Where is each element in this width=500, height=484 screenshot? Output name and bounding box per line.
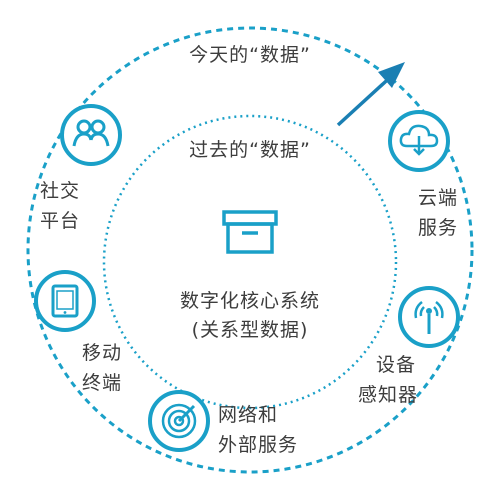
sensor-label-2: 感知器	[358, 384, 419, 406]
social-label-1: 社交	[40, 180, 81, 202]
cloud-label-2: 服务	[418, 217, 459, 239]
radar-icon	[161, 403, 197, 439]
mobile-node-circle	[34, 270, 96, 332]
cloud-download-icon	[399, 124, 439, 156]
people-icon	[72, 119, 110, 147]
core-subtitle: (关系型数据)	[191, 319, 309, 341]
archive-box-icon	[222, 210, 278, 254]
sensor-label-1: 设备	[376, 354, 417, 376]
outer-ring-label: 今天的“数据”	[189, 44, 311, 66]
social-node-circle	[60, 104, 122, 166]
outer-dashed-ring	[26, 26, 474, 474]
antenna-icon	[414, 301, 444, 334]
social-label-2: 平台	[40, 210, 81, 232]
tablet-icon	[51, 284, 79, 318]
cloud-node-circle	[388, 110, 450, 172]
inner-ring-label: 过去的“数据”	[189, 139, 311, 161]
growth-arrow	[336, 62, 405, 127]
mobile-label-2: 终端	[82, 372, 123, 394]
mobile-label-1: 移动	[82, 342, 123, 364]
network-label-2: 外部服务	[218, 434, 299, 456]
cloud-label-1: 云端	[418, 187, 459, 209]
network-label-1: 网络和	[218, 404, 279, 426]
inner-dotted-ring	[102, 114, 398, 410]
sensor-node-circle	[398, 286, 460, 348]
core-title: 数字化核心系统	[179, 290, 320, 312]
network-node-circle	[148, 390, 210, 452]
